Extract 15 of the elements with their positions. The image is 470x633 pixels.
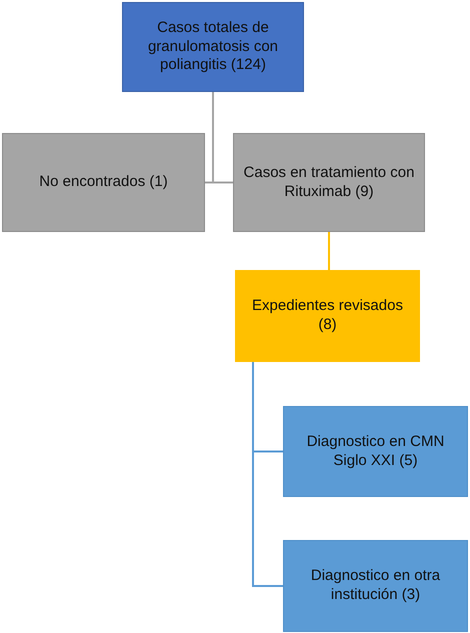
box-label: No encontrados (1) [39, 173, 168, 192]
box-label: Expedientes revisados (8) [251, 297, 404, 335]
box-label: Diagnostico en otra institución (3) [310, 567, 442, 605]
box-label: Casos en tratamiento con Rituximab (9) [242, 164, 416, 202]
process-box [2, 133, 205, 232]
connector-line [328, 232, 330, 270]
process-box [283, 540, 468, 632]
connector-line [212, 92, 233, 184]
process-box [283, 406, 468, 497]
connector-line [252, 362, 283, 587]
process-box [235, 270, 420, 362]
box-label: Casos totales de granulomatosis con poliangitis (124) [146, 18, 280, 76]
box-label: Diagnostico en CMN Siglo XXI (5) [306, 432, 446, 470]
process-box [233, 133, 425, 232]
process-box [122, 2, 304, 92]
